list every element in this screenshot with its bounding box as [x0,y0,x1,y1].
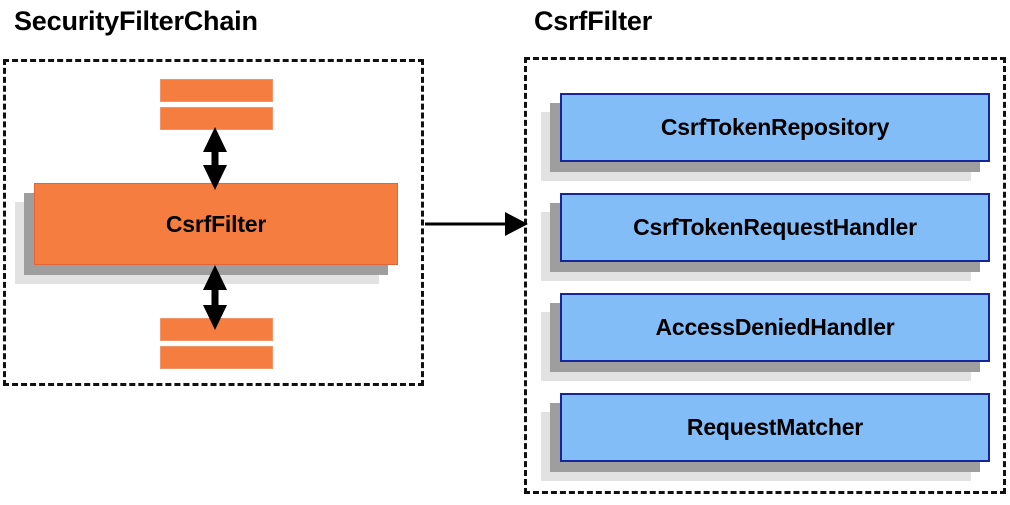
node-csrf-token-request-handler[interactable]: CsrfTokenRequestHandler [541,193,990,281]
node-access-denied-handler[interactable]: AccessDeniedHandler [541,293,990,381]
filter-stub-bottom-1 [160,318,273,341]
node-label-csrf-token-repository: CsrfTokenRepository [660,114,890,140]
filter-stub-top-1 [160,79,273,102]
node-face: CsrfFilter [34,183,398,265]
node-request-matcher[interactable]: RequestMatcher [541,393,990,481]
node-label-request-matcher: RequestMatcher [686,414,864,440]
node-label-csrf-filter: CsrfFilter [165,210,267,237]
node-label-csrf-token-request-handler: CsrfTokenRequestHandler [633,214,917,240]
node-face: CsrfTokenRepository [560,93,990,162]
panel-title-security-filter-chain: SecurityFilterChain [14,6,258,36]
container-csrf-filter-detail [524,57,1006,494]
node-face: AccessDeniedHandler [560,293,990,362]
container-security-filter-chain [3,59,424,386]
node-face: RequestMatcher [560,393,990,462]
filter-stub-bottom-2 [160,346,273,369]
node-face: CsrfTokenRequestHandler [560,193,990,262]
node-csrf-token-repository[interactable]: CsrfTokenRepository [541,93,990,181]
node-label-access-denied-handler: AccessDeniedHandler [655,314,895,340]
panel-title-csrf-filter: CsrfFilter [534,6,653,36]
node-csrf-filter[interactable]: CsrfFilter [15,183,398,284]
filter-stub-top-2 [160,107,273,130]
connector-expand-arrow [425,212,528,236]
